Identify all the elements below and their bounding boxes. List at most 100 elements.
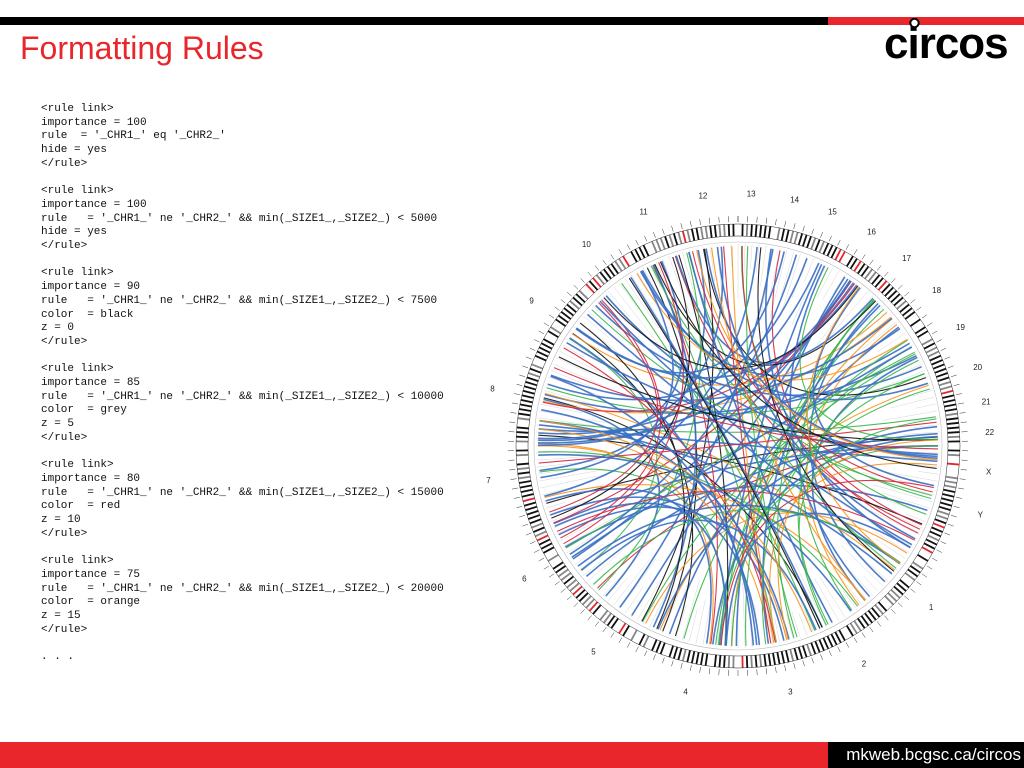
histogram-spoke bbox=[804, 258, 814, 282]
cytoband bbox=[566, 579, 577, 589]
cytoband bbox=[618, 258, 627, 270]
scale-tick bbox=[940, 541, 947, 545]
top-bar-red bbox=[828, 17, 1024, 25]
link-arc bbox=[798, 418, 937, 626]
cytoband bbox=[899, 303, 910, 313]
scale-tick bbox=[512, 402, 519, 405]
cytoband bbox=[944, 403, 957, 408]
cytoband bbox=[516, 458, 529, 461]
histogram-spoke bbox=[816, 267, 834, 298]
cytoband bbox=[797, 233, 804, 246]
code-line: importance = 75 bbox=[41, 568, 141, 581]
cytoband bbox=[723, 224, 726, 237]
code-line: color = red bbox=[41, 500, 121, 513]
cytoband bbox=[877, 601, 888, 612]
cytoband bbox=[543, 338, 555, 346]
link-arc bbox=[577, 504, 901, 567]
cytoband bbox=[532, 526, 545, 533]
cytoband bbox=[936, 372, 948, 378]
cytoband bbox=[929, 530, 942, 538]
cytoband bbox=[902, 575, 913, 585]
cytoband bbox=[914, 326, 926, 335]
link-arc bbox=[711, 247, 866, 601]
scale-tick bbox=[516, 505, 523, 509]
cytoband bbox=[907, 314, 919, 324]
histogram-spoke bbox=[709, 245, 716, 282]
link-arc bbox=[628, 277, 821, 629]
histogram-spoke bbox=[642, 601, 656, 625]
scale-tick bbox=[529, 541, 536, 545]
cytoband bbox=[522, 389, 535, 395]
cytoband bbox=[938, 380, 951, 387]
cytoband bbox=[560, 311, 572, 320]
chromosome-label: 9 bbox=[529, 297, 534, 306]
code-line: importance = 100 bbox=[41, 116, 147, 129]
scale-tick bbox=[957, 402, 964, 405]
histogram-spoke bbox=[624, 586, 644, 614]
chromosome-label: 12 bbox=[698, 192, 707, 201]
cytoband bbox=[838, 629, 846, 641]
histogram-spoke bbox=[668, 256, 691, 314]
histogram-spoke bbox=[838, 575, 863, 606]
link-arc bbox=[540, 270, 674, 479]
cytoband bbox=[893, 585, 904, 596]
cytoband bbox=[890, 293, 901, 303]
histogram-spoke bbox=[766, 607, 774, 645]
scale-tick bbox=[904, 291, 910, 297]
chromosome-label: 10 bbox=[582, 240, 591, 249]
link-arc bbox=[621, 282, 816, 631]
scale-tick bbox=[959, 478, 966, 480]
scale-tick bbox=[811, 228, 814, 235]
scale-tick bbox=[708, 217, 711, 224]
cytoband bbox=[557, 314, 569, 324]
histogram-spoke bbox=[902, 431, 940, 435]
cytoband bbox=[947, 426, 960, 430]
code-line: </rule> bbox=[41, 157, 88, 170]
footer-url[interactable]: mkweb.bcgsc.ca/circos bbox=[828, 742, 1024, 768]
cytoband bbox=[618, 622, 627, 634]
cytoband bbox=[630, 629, 638, 641]
cytoband bbox=[614, 260, 623, 272]
cytoband bbox=[610, 617, 619, 629]
cytoband bbox=[519, 484, 532, 489]
cytoband bbox=[523, 501, 536, 507]
code-line: <rule link> bbox=[41, 185, 114, 198]
scale-tick bbox=[509, 421, 516, 423]
cytoband bbox=[526, 510, 539, 516]
cytoband bbox=[780, 228, 786, 241]
histogram-spoke bbox=[730, 244, 732, 266]
cytoband bbox=[517, 421, 530, 425]
cytoband bbox=[521, 493, 534, 498]
cytoband bbox=[704, 226, 709, 239]
scale-tick bbox=[543, 322, 550, 327]
scale-tick bbox=[510, 412, 517, 414]
cytoband bbox=[655, 239, 662, 252]
cytoband bbox=[826, 244, 834, 257]
code-line: </rule> bbox=[41, 527, 88, 540]
cytoband bbox=[522, 497, 535, 503]
cytoband bbox=[599, 610, 609, 621]
cytoband bbox=[904, 311, 916, 320]
cytoband bbox=[877, 280, 888, 291]
link-arc bbox=[543, 398, 661, 597]
code-line bbox=[41, 446, 444, 460]
code-line: rule = '_CHR1_' eq '_CHR2_' bbox=[41, 130, 226, 143]
histogram-spoke bbox=[890, 396, 935, 409]
cytoband bbox=[938, 505, 951, 512]
histogram-spoke bbox=[826, 291, 869, 342]
scale-tick bbox=[916, 581, 922, 586]
link-arc bbox=[761, 373, 925, 645]
link-arc bbox=[769, 462, 938, 643]
scale-tick bbox=[784, 665, 787, 672]
cytoband bbox=[585, 598, 595, 609]
cytoband bbox=[531, 363, 544, 370]
cytoband bbox=[718, 224, 722, 237]
histogram-spoke bbox=[881, 370, 926, 389]
scale-tick bbox=[543, 565, 550, 570]
histogram-spoke bbox=[911, 383, 931, 390]
scale-tick bbox=[756, 216, 758, 223]
scale-tick bbox=[936, 549, 942, 553]
cytoband bbox=[867, 610, 877, 621]
histogram-spoke bbox=[583, 560, 602, 577]
link-arc bbox=[797, 359, 919, 625]
